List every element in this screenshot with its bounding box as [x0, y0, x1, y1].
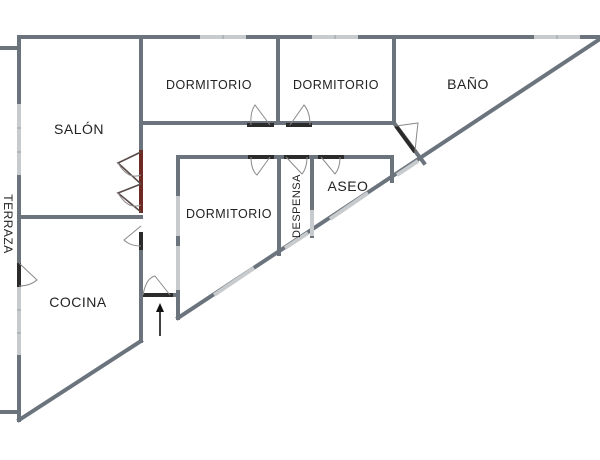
room-label-bano: BAÑO: [447, 76, 489, 92]
room-label-salon: SALÓN: [54, 121, 104, 137]
room-label-aseo: ASEO: [328, 178, 369, 194]
room-labels: SALÓN COCINA DORMITORIO DORMITORIO DORMI…: [1, 76, 489, 310]
room-label-dormitorio-2: DORMITORIO: [293, 78, 379, 92]
room-label-cocina: COCINA: [49, 294, 107, 310]
entrance-arrow-icon: [156, 303, 164, 336]
room-label-despensa: DESPENSA: [291, 174, 303, 238]
room-label-dormitorio-1: DORMITORIO: [166, 78, 252, 92]
windows: [17, 35, 580, 355]
room-label-terraza: TERRAZA: [1, 194, 15, 254]
room-label-dormitorio-3: DORMITORIO: [186, 207, 272, 221]
doors: [17, 104, 419, 297]
